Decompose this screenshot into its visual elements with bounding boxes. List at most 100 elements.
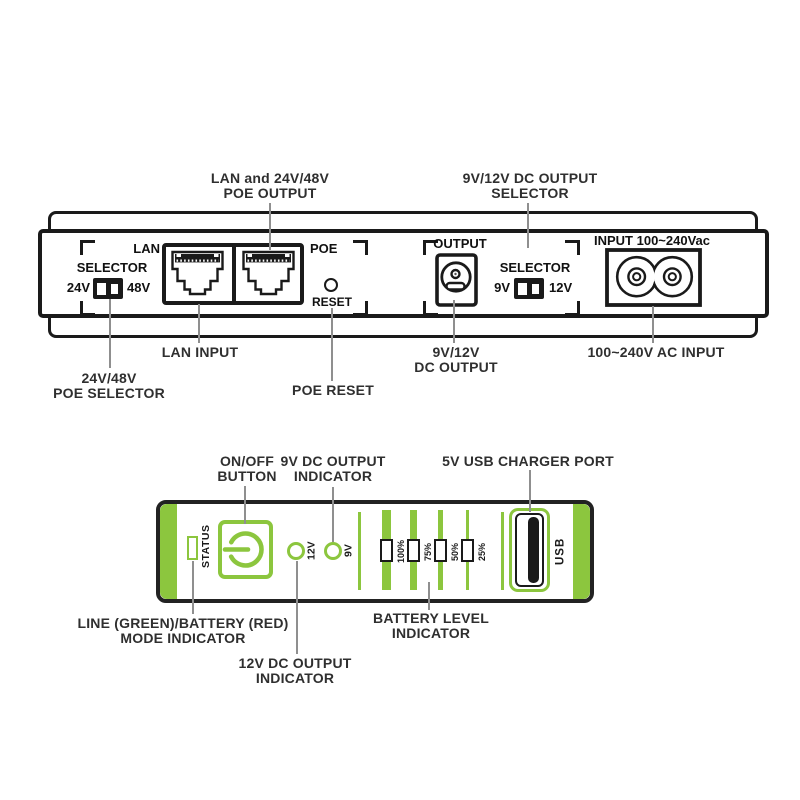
power-button — [218, 520, 273, 579]
callout-9v-indicator-line1: 9V DC OUTPUT — [280, 453, 386, 469]
callout-9v-indicator: 9V DC OUTPUT INDICATOR — [263, 454, 403, 483]
poe-selector-label: SELECTOR — [76, 260, 148, 275]
poe-port — [242, 250, 295, 296]
callout-poe-selector-line1: 24V/48V — [81, 370, 137, 386]
status-label: STATUS — [200, 524, 212, 569]
dc-selector-label: SELECTOR — [499, 260, 571, 275]
callout-poe-selector: 24V/48V POE SELECTOR — [39, 371, 179, 400]
rj45-ports-drawing — [162, 243, 304, 305]
poe-voltage-switch — [93, 278, 123, 299]
9v-indicator-led — [324, 542, 342, 560]
callout-lan-input: LAN INPUT — [161, 344, 239, 360]
divider-line — [358, 512, 361, 590]
poe-label: POE — [310, 241, 338, 256]
callout-mode-line1: LINE (GREEN)/BATTERY (RED) — [77, 615, 289, 631]
callout-onoff: ON/OFF BUTTON — [177, 454, 317, 483]
usb-slot — [528, 517, 539, 583]
pointer-lan-input — [198, 304, 200, 343]
12v-label: 12V — [305, 541, 318, 561]
poe-48v-label: 48V — [127, 280, 151, 295]
lan-port — [171, 250, 224, 296]
battery-marker-25 — [461, 539, 474, 562]
right-end-cap — [573, 504, 590, 599]
callout-battery-line1: BATTERY LEVEL — [373, 610, 489, 626]
callout-dc-selector-line2: SELECTOR — [491, 184, 569, 201]
callout-poe-reset: POE RESET — [292, 382, 374, 398]
dc-voltage-switch — [514, 278, 544, 299]
callout-onoff-line2: BUTTON — [217, 467, 277, 484]
rj45-ports — [162, 243, 304, 305]
battery-100-label: 100% — [396, 539, 406, 564]
power-icon — [222, 531, 264, 568]
pointer-usb — [529, 470, 531, 512]
bracket-mark — [353, 301, 368, 316]
divider-line — [501, 512, 504, 590]
battery-75-label: 75% — [423, 542, 433, 561]
bracket-mark — [423, 240, 438, 255]
battery-marker-75 — [407, 539, 420, 562]
pointer-poe-reset — [331, 308, 333, 381]
callout-12v-line2: INDICATOR — [255, 669, 335, 686]
output-label: OUTPUT — [433, 236, 487, 251]
callout-mode-line2: MODE INDICATOR — [120, 629, 246, 646]
bracket-mark — [565, 240, 580, 255]
callout-battery-line2: INDICATOR — [391, 624, 471, 641]
battery-marker-100 — [380, 539, 393, 562]
callout-poe-output-line2: POE OUTPUT — [223, 184, 317, 201]
callout-battery-level: BATTERY LEVEL INDICATOR — [361, 611, 501, 640]
dc-jack-drawing — [435, 253, 478, 307]
bracket-mark — [353, 240, 368, 255]
callout-poe-selector-line2: POE SELECTOR — [53, 384, 165, 401]
callout-usb-port: 5V USB CHARGER PORT — [442, 453, 614, 469]
dc-12v-label: 12V — [549, 280, 573, 295]
callout-dc-selector: 9V/12V DC OUTPUT SELECTOR — [430, 171, 630, 200]
callout-dc-output-line1: 9V/12V — [432, 344, 480, 360]
pointer-battery — [428, 582, 430, 610]
bracket-mark — [423, 301, 438, 316]
bracket-mark — [80, 240, 95, 255]
callout-9v-indicator-line2: INDICATOR — [293, 467, 373, 484]
dc-output-jack — [435, 253, 478, 307]
callout-dc-output: 9V/12V DC OUTPUT — [388, 345, 524, 374]
left-end-cap — [160, 504, 177, 599]
callout-12v-line1: 12V DC OUTPUT — [238, 655, 352, 671]
pointer-poe-output — [269, 203, 271, 250]
switch-knob — [108, 281, 120, 296]
status-led — [187, 536, 198, 560]
callout-mode-indicator: LINE (GREEN)/BATTERY (RED) MODE INDICATO… — [63, 616, 303, 645]
battery-50-label: 50% — [450, 542, 460, 561]
switch-slot — [97, 282, 106, 295]
pointer-dc-selector — [527, 203, 529, 248]
pointer-ac-input — [652, 306, 654, 343]
9v-label: 9V — [342, 544, 355, 558]
pointer-12v-indicator — [296, 561, 298, 654]
callout-dc-selector-line1: 9V/12V DC OUTPUT — [462, 170, 598, 186]
lan-label: LAN — [133, 241, 160, 256]
callout-poe-output-line1: LAN and 24V/48V — [210, 170, 330, 186]
battery-marker-50 — [434, 539, 447, 562]
reset-label: RESET — [311, 295, 352, 309]
usb-label: USB — [554, 537, 567, 565]
pointer-onoff — [244, 486, 246, 524]
switch-knob — [529, 281, 541, 296]
poe-24v-label: 24V — [66, 280, 90, 295]
pointer-dc-output — [453, 300, 455, 343]
battery-25-label: 25% — [477, 542, 487, 561]
bracket-mark — [565, 301, 580, 316]
pointer-status — [192, 561, 194, 614]
ac-input-label: INPUT 100~240Vac — [594, 233, 710, 248]
12v-indicator-led — [287, 542, 305, 560]
dc-9v-label: 9V — [494, 280, 510, 295]
callout-dc-output-line2: DC OUTPUT — [414, 358, 498, 375]
reset-button — [324, 278, 338, 292]
bracket-mark — [80, 301, 95, 316]
ac-inlet-drawing — [605, 248, 702, 307]
callout-poe-output: LAN and 24V/48V POE OUTPUT — [170, 171, 370, 200]
pointer-9v-indicator — [332, 487, 334, 542]
callout-12v-indicator: 12V DC OUTPUT INDICATOR — [225, 656, 365, 685]
callout-ac-input: 100~240V AC INPUT — [587, 344, 725, 360]
switch-slot — [518, 282, 527, 295]
pointer-poe-selector — [109, 299, 111, 368]
ac-inlet — [605, 248, 702, 307]
